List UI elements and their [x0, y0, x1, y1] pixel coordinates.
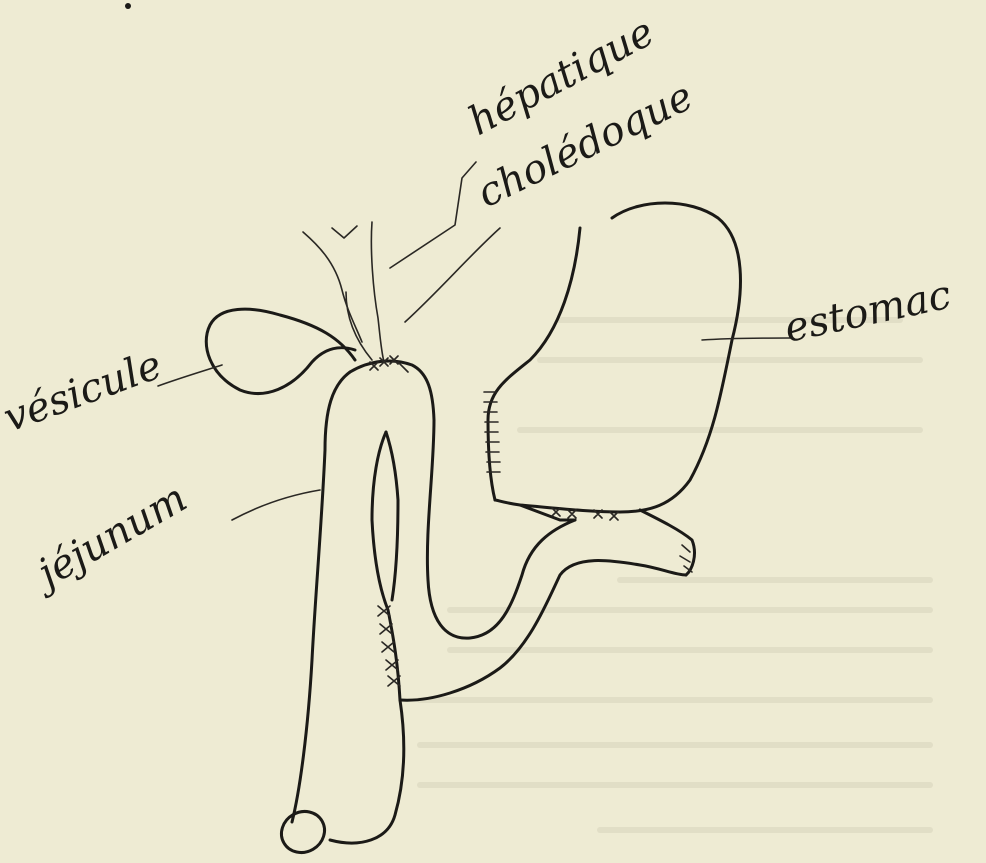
choledoque-leader	[405, 228, 500, 322]
jejunum-leader	[232, 490, 320, 520]
hepatique-leader	[390, 162, 476, 268]
bile-ducts	[303, 222, 384, 362]
bleed-through-lines	[420, 320, 930, 830]
ink-dot	[125, 3, 131, 9]
label-vesicule: vésicule	[0, 342, 168, 441]
leader-lines	[158, 162, 790, 520]
suture-marks	[370, 356, 618, 686]
estomac-leader	[702, 338, 790, 340]
label-jejunum: jéjunum	[23, 475, 195, 601]
gallbladder	[206, 309, 355, 393]
vesicule-leader	[158, 365, 222, 386]
label-estomac: estomac	[781, 272, 955, 352]
